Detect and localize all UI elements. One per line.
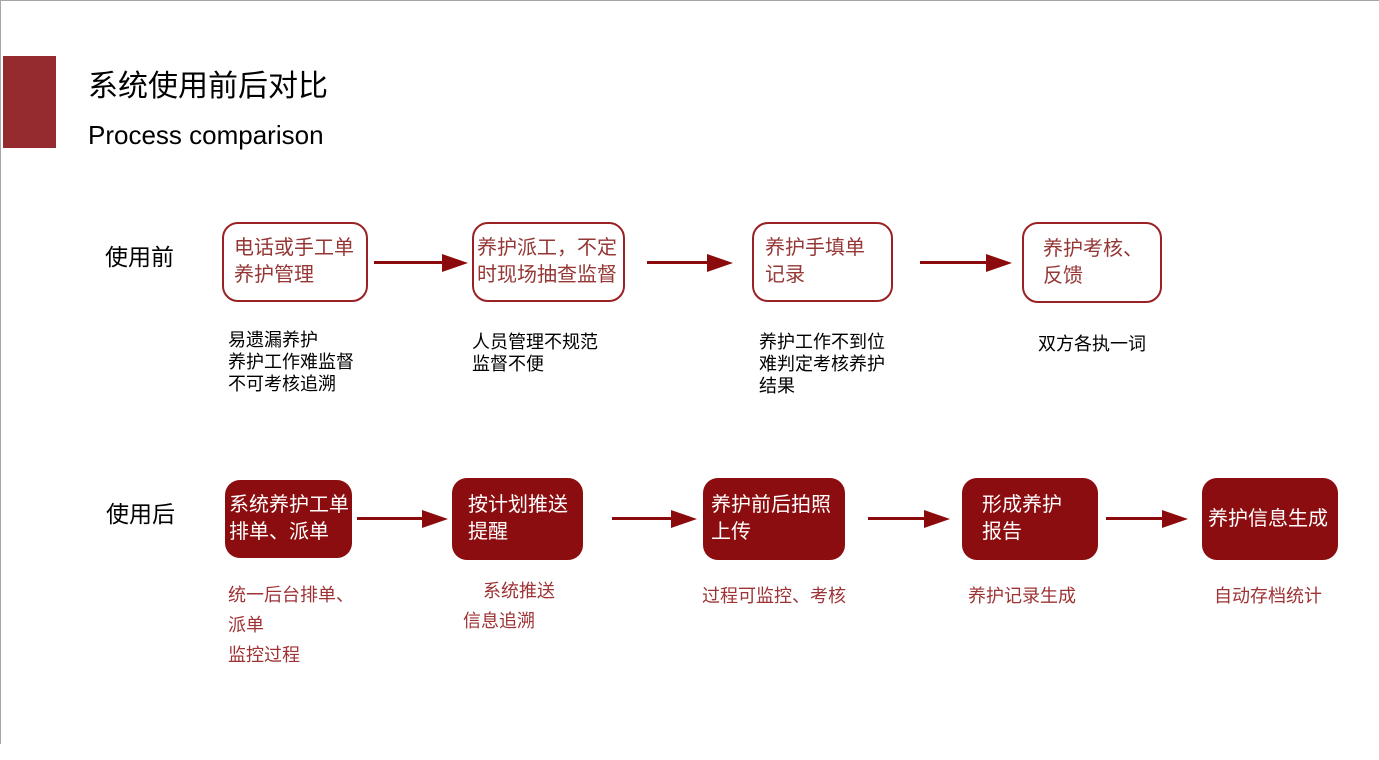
after-step-2-desc-line-1: 系统推送 [483, 581, 555, 601]
slide-top-edge-line [0, 0, 1379, 1]
arrow-head [671, 510, 697, 528]
before-step-1-desc: 易遗漏养护 养护工作难监督 不可考核追溯 [228, 330, 354, 394]
accent-bar [3, 56, 56, 148]
arrow-shaft [920, 261, 990, 264]
before-step-4-box: 养护考核、 反馈 [1022, 222, 1162, 303]
before-step-2-box: 养护派工，不定 时现场抽查监督 [472, 222, 625, 302]
before-step-4-desc: 双方各执一词 [1038, 334, 1146, 354]
after-step-2-desc-line-2: 信息追溯 [463, 611, 535, 631]
arrow-head [422, 510, 448, 528]
after-step-4-box: 形成养护 报告 [962, 478, 1098, 560]
after-step-1-box: 系统养护工单 排单、派单 [225, 480, 352, 558]
row-label-after: 使用后 [106, 501, 175, 527]
flow-arrow-right [612, 510, 697, 528]
before-step-3-box: 养护手填单 记录 [752, 222, 893, 302]
after-step-3-box: 养护前后拍照 上传 [703, 478, 845, 560]
after-step-3-desc: 过程可监控、考核 [702, 586, 846, 606]
flow-arrow-right [374, 254, 468, 272]
arrow-shaft [357, 517, 426, 520]
arrow-shaft [1106, 517, 1166, 520]
arrow-shaft [374, 261, 446, 264]
flow-arrow-right [1106, 510, 1188, 528]
after-step-4-desc: 养护记录生成 [968, 586, 1076, 606]
row-label-before: 使用前 [105, 244, 174, 270]
arrow-head [986, 254, 1012, 272]
arrow-shaft [647, 261, 711, 264]
arrow-head [707, 254, 733, 272]
arrow-head [442, 254, 468, 272]
arrow-head [1162, 510, 1188, 528]
flow-arrow-right [920, 254, 1012, 272]
after-step-1-desc: 统一后台排单、 派单 监控过程 [228, 585, 354, 665]
flow-arrow-right [357, 510, 448, 528]
after-step-2-box: 按计划推送 提醒 [452, 478, 583, 560]
arrow-shaft [868, 517, 928, 520]
arrow-shaft [612, 517, 675, 520]
flow-arrow-right [647, 254, 733, 272]
slide-left-edge-line [0, 0, 1, 744]
before-step-1-box: 电话或手工单 养护管理 [222, 222, 368, 302]
after-step-5-desc: 自动存档统计 [1214, 586, 1322, 606]
page-title: 系统使用前后对比 [88, 69, 328, 104]
after-step-5-box: 养护信息生成 [1202, 478, 1338, 560]
before-step-3-desc: 养护工作不到位 难判定考核养护 结果 [759, 332, 885, 396]
page-subtitle: Process comparison [88, 120, 324, 150]
arrow-head [924, 510, 950, 528]
flow-arrow-right [868, 510, 950, 528]
before-step-2-desc: 人员管理不规范 监督不便 [472, 332, 598, 374]
